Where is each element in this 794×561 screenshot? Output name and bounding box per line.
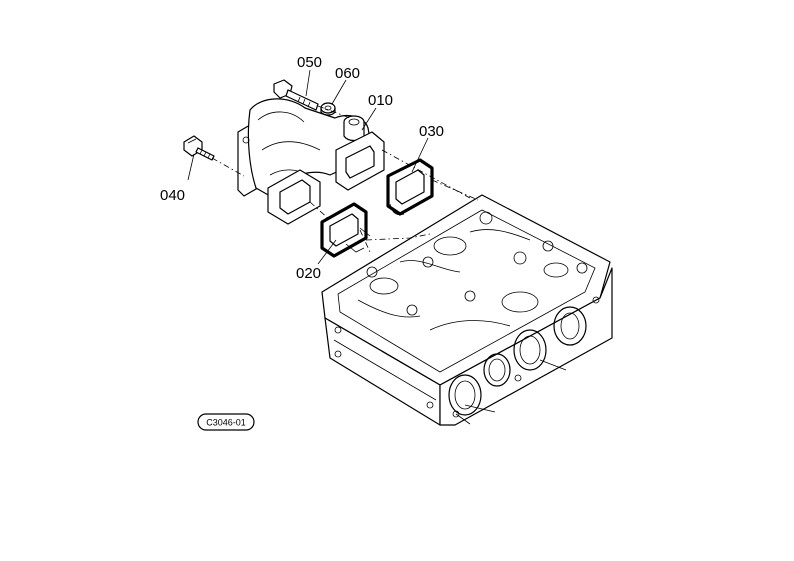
callout-040: 040 [160,187,185,204]
gasket-020 [320,202,371,258]
cylinder-head [321,194,613,426]
callout-020: 020 [296,265,321,282]
callout-050: 050 [297,54,322,71]
washer-060 [320,102,336,116]
callout-060: 060 [335,65,360,82]
leader-lines [187,69,429,265]
water-flange-manifold [237,98,385,225]
bolt-040 [183,135,215,161]
callout-030: 030 [419,123,444,140]
bolt-050 [273,79,319,111]
callout-010: 010 [368,92,393,109]
reference-code: C3046-01 [206,418,246,428]
gasket-030 [386,158,434,216]
alignment-lines [211,105,479,253]
reference-code-badge: C3046-01 [197,413,255,431]
